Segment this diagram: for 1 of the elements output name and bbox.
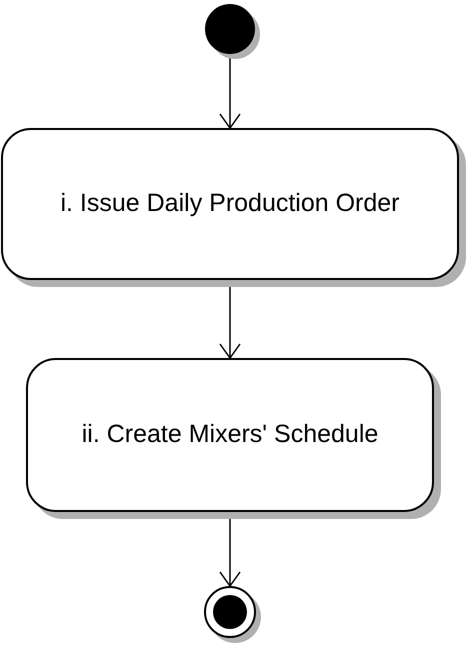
start-node [205, 4, 255, 54]
